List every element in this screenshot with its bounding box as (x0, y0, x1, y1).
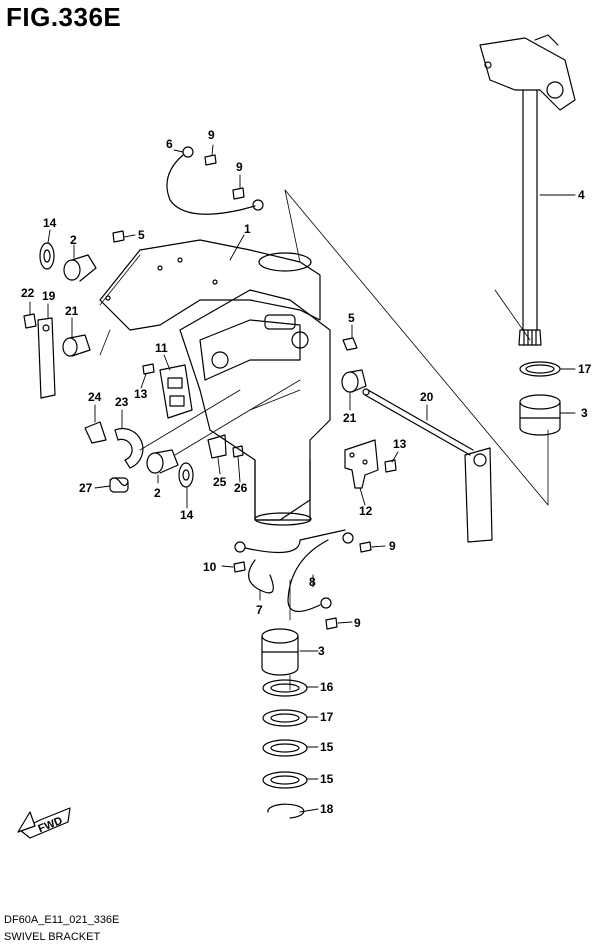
lower-bushing-3 (261, 628, 299, 676)
right-bushing-21 (341, 369, 367, 393)
fwd-arrow-icon: FWD (17, 807, 71, 839)
clip-24 (84, 421, 107, 444)
callout-labels: 1 2 2 3 3 4 5 5 6 7 8 9 9 9 9 10 11 12 1… (21, 128, 592, 816)
callout-9: 9 (208, 128, 215, 142)
fwd-label: FWD (36, 815, 64, 836)
callout-4: 4 (578, 188, 585, 202)
callout-5: 5 (348, 311, 355, 325)
callout-17: 17 (578, 362, 592, 376)
callout-2: 2 (154, 486, 161, 500)
figure-code: DF60A_E11_021_336E (4, 914, 120, 926)
washer-17 (262, 709, 308, 727)
lower-washer-14 (178, 462, 194, 488)
callout-26: 26 (234, 481, 248, 495)
bracket-plate (344, 439, 379, 489)
callout-9: 9 (389, 539, 396, 553)
steering-shaft (479, 34, 576, 346)
callout-13: 13 (393, 437, 407, 451)
figure-name: SWIVEL BRACKET (4, 931, 101, 943)
left-bushing-2 (63, 254, 97, 282)
callout-1: 1 (244, 222, 251, 236)
callout-27: 27 (79, 481, 93, 495)
callout-9: 9 (236, 160, 243, 174)
callout-21: 21 (343, 411, 357, 425)
callout-20: 20 (420, 390, 434, 404)
tilt-lock-lever (362, 388, 493, 543)
callout-14: 14 (180, 508, 194, 522)
left-washer-14 (39, 242, 55, 270)
callout-2: 2 (70, 233, 77, 247)
callout-17: 17 (320, 710, 334, 724)
ground-wire-8 (287, 539, 332, 612)
lower-bushing-2 (146, 449, 179, 474)
callout-19: 19 (42, 289, 56, 303)
ground-wire-7 (234, 529, 354, 594)
alignment-lines (99, 189, 549, 691)
washer-15-b (262, 771, 308, 789)
callout-15: 15 (320, 772, 334, 786)
bracket-25 (207, 434, 227, 459)
left-bushing-21 (62, 334, 91, 357)
callout-10: 10 (203, 560, 217, 574)
figure-title: FIG.336E (6, 2, 122, 32)
callout-5: 5 (138, 228, 145, 242)
callout-9: 9 (354, 616, 361, 630)
upper-washer (519, 361, 561, 377)
switch-11 (159, 364, 193, 419)
callout-6: 6 (166, 137, 173, 151)
callout-11: 11 (155, 341, 168, 355)
callout-12: 12 (359, 504, 373, 518)
callout-8: 8 (309, 575, 316, 589)
washer-15-a (262, 739, 308, 757)
callout-7: 7 (256, 603, 263, 617)
snap-ring-18 (267, 803, 305, 819)
left-lever-19 (37, 317, 56, 399)
callout-15: 15 (320, 740, 334, 754)
spring-23 (114, 427, 144, 469)
callout-23: 23 (115, 395, 129, 409)
bolts (112, 154, 397, 630)
swivel-bracket-housing (99, 239, 331, 526)
callout-22: 22 (21, 286, 35, 300)
callout-18: 18 (320, 802, 334, 816)
callout-3: 3 (318, 644, 325, 658)
callout-16: 16 (320, 680, 334, 694)
upper-bushing (519, 394, 561, 436)
callout-24: 24 (88, 390, 102, 404)
callout-14: 14 (43, 216, 57, 230)
callout-25: 25 (213, 475, 227, 489)
callout-3: 3 (581, 406, 588, 420)
callout-21: 21 (65, 304, 79, 318)
callout-13: 13 (134, 387, 148, 401)
washer-16 (262, 679, 308, 697)
leader-lines (29, 144, 576, 813)
spring-27 (109, 477, 129, 493)
left-bolt-22 (23, 313, 37, 329)
